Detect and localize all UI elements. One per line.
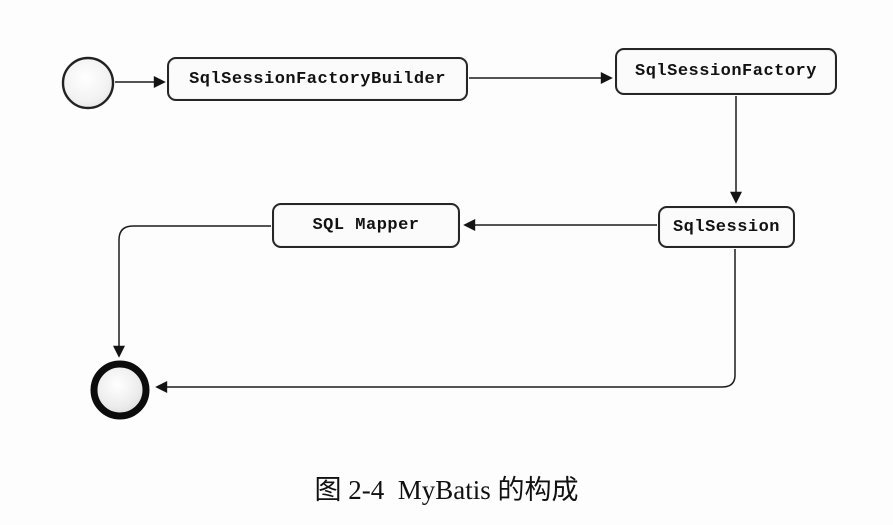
node-sql-mapper-label: SQL Mapper — [312, 216, 420, 235]
node-sqlsessionfactory-label: SqlSessionFactory — [635, 62, 817, 81]
node-sqlsession-label: SqlSession — [672, 217, 781, 237]
node-sqlsession: SqlSession — [658, 206, 795, 248]
node-sql-mapper: SQL Mapper — [272, 203, 460, 248]
node-sqlsessionfactorybuilder: SqlSessionFactoryBuilder — [167, 57, 468, 101]
edge-mapper-to-end — [113, 225, 271, 358]
node-sqlsessionfactory: SqlSessionFactory — [615, 48, 837, 95]
figure-caption: 图 2-4 MyBatis 的构成 — [314, 475, 579, 505]
edge-session-to-end — [155, 249, 736, 393]
start-state-circle — [61, 56, 115, 110]
end-state-circle — [90, 360, 150, 420]
node-sqlsessionfactorybuilder-label: SqlSessionFactoryBuilder — [189, 69, 446, 89]
